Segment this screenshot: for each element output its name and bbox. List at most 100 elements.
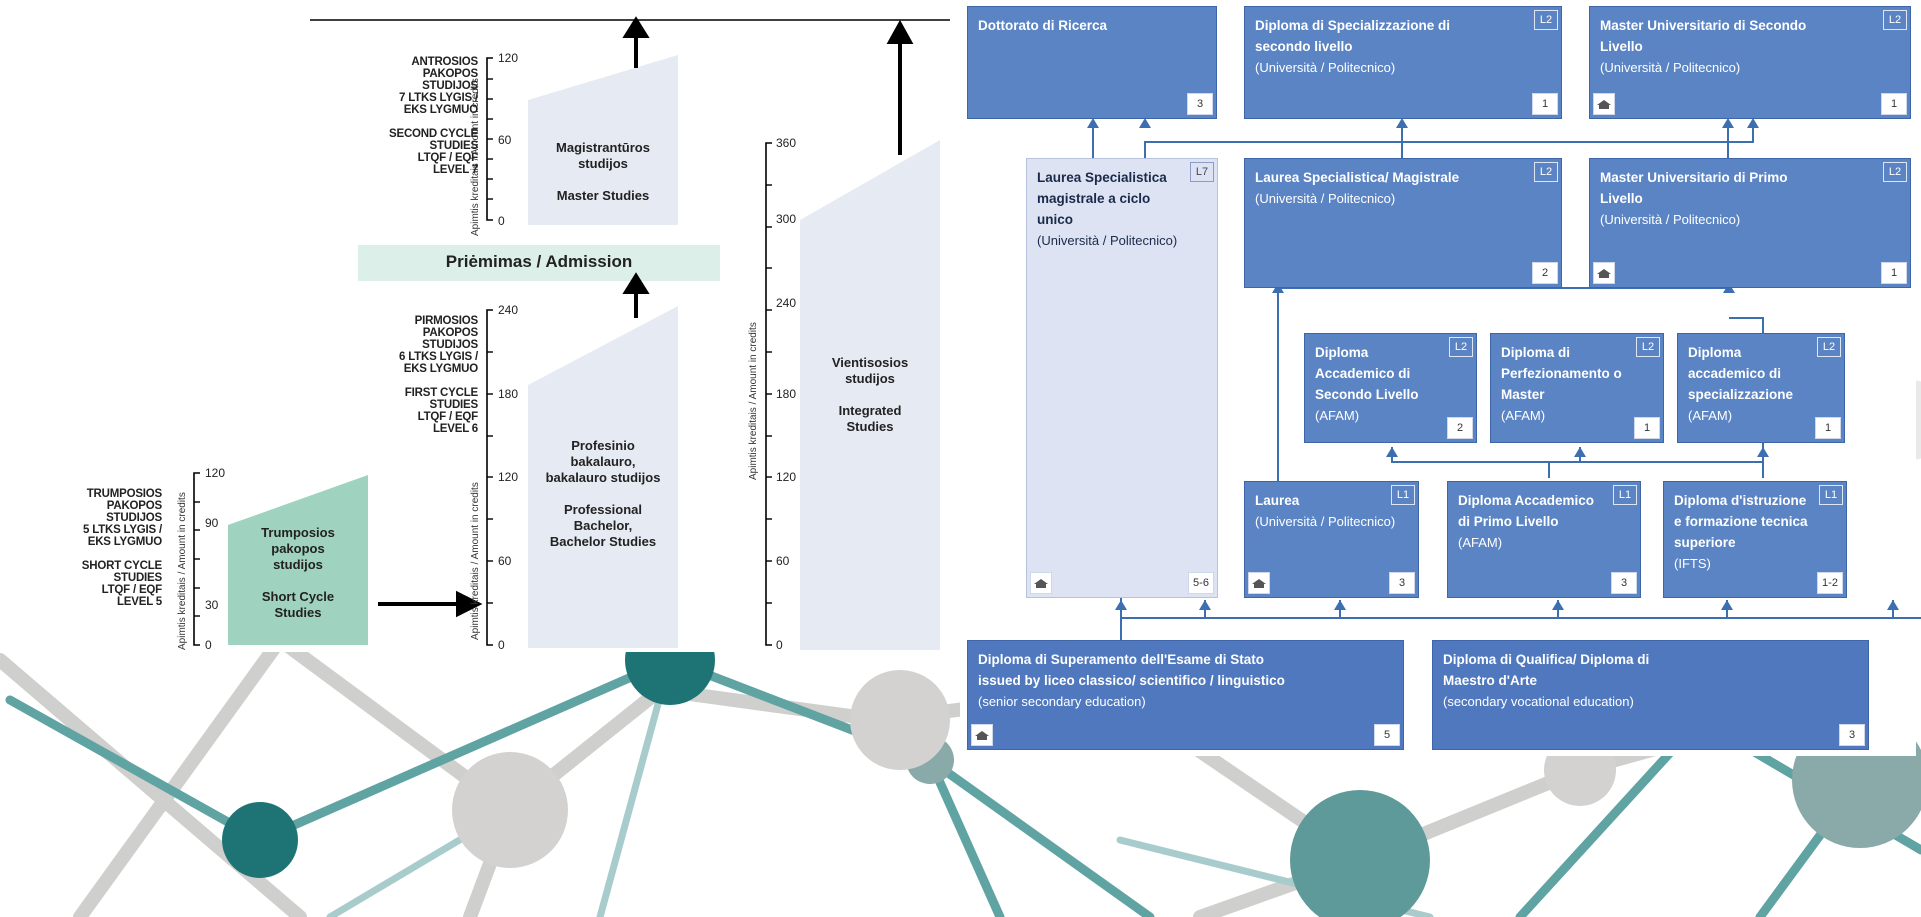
level-badge: L2 (1636, 337, 1660, 357)
tick-integrated-240: 240 (776, 296, 797, 310)
tick-bachelor-0: 0 (498, 638, 505, 652)
box-institution: (AFAM) (1315, 408, 1360, 423)
years-badge: 5 (1374, 724, 1400, 746)
years-badge: 1 (1634, 417, 1660, 439)
box-diploma-specializzazione: Diploma di Specializzazione di secondo l… (1244, 6, 1562, 119)
box-master-secondo-livello: Master Universitario di Secondo Livello (… (1589, 6, 1911, 119)
box-institution: (IFTS) (1674, 556, 1711, 571)
tick-master-120: 120 (498, 51, 519, 65)
box-title: Laurea (1255, 493, 1300, 508)
tick-integrated-180: 180 (776, 387, 797, 401)
short-cycle-label: TRUMPOSIOS PAKOPOS STUDIJOS 5 LTKS LYGIS… (81, 488, 162, 608)
tick-integrated-60: 60 (776, 554, 790, 568)
box-institution: (Università / Politecnico) (1600, 60, 1741, 75)
years-badge: 1 (1815, 417, 1841, 439)
years-badge: 1 (1881, 93, 1907, 115)
box-title: Master Universitario di Secondo Livello (1600, 18, 1807, 54)
level-badge: L1 (1819, 485, 1843, 505)
bachelor-shape (528, 306, 678, 648)
master-studies-text: Magistrantūros studijos Master Studies (556, 140, 650, 203)
tick-bachelor-60: 60 (498, 554, 512, 568)
tick-bachelor-240: 240 (498, 303, 519, 317)
first-cycle-label: PIRMOSIOS PAKOPOS STUDIJOS 6 LTKS LYGIS … (399, 315, 478, 435)
admission-band (358, 245, 720, 281)
box-diploma-perfezionamento: Diploma di Perfezionamento o Master (AFAM… (1490, 333, 1664, 443)
level-badge: L2 (1534, 162, 1558, 182)
graduation-cap-icon (1593, 93, 1615, 115)
box-title: Laurea Specialistica/ Magistrale (1255, 170, 1460, 185)
box-title: Diploma di Perfezionamento o Master (1501, 345, 1622, 402)
box-title: Diploma Accademico di Secondo Livello (1315, 345, 1419, 402)
graduation-cap-icon (971, 724, 993, 746)
axis-label-bachelor: Apimtis kreditais / Amount in credits (470, 482, 481, 640)
box-institution: (Università / Politecnico) (1255, 60, 1396, 75)
short-cycle-studies-text: Trumposios pakopos studijos Short Cycle … (261, 525, 335, 620)
box-laurea-specialistica: Laurea Specialistica/ Magistrale (Univers… (1244, 158, 1562, 288)
box-laurea: Laurea (Università / Politecnico) L1 3 (1244, 481, 1419, 598)
box-institution: (Università / Politecnico) (1600, 212, 1741, 227)
tick-integrated-360: 360 (776, 136, 797, 150)
level-badge: L2 (1534, 10, 1558, 30)
graduation-cap-icon (1030, 572, 1052, 594)
box-diploma-accademico-primo: Diploma Accademico di Primo Livello (AFAM… (1447, 481, 1641, 598)
box-institution: (AFAM) (1501, 408, 1546, 423)
tick-integrated-300: 300 (776, 212, 797, 226)
integrated-shape (800, 140, 940, 650)
box-institution: (AFAM) (1458, 535, 1503, 550)
box-institution: (secondary vocational education) (1443, 694, 1634, 709)
box-institution: (Università / Politecnico) (1255, 514, 1396, 529)
box-title: Diploma accademico di specializzazione (1688, 345, 1794, 402)
years-badge: 1 (1881, 262, 1907, 284)
master-shape (528, 55, 678, 225)
box-laurea-ciclo-unico: Laurea Specialistica magistrale a ciclo … (1026, 158, 1218, 598)
level-badge: L1 (1613, 485, 1637, 505)
box-institution: (AFAM) (1688, 408, 1733, 423)
tick-bachelor-120: 120 (498, 470, 519, 484)
years-badge: 3 (1187, 93, 1213, 115)
bachelor-studies-text: Profesinio bakalauro, bakalauro studijos… (545, 438, 661, 549)
box-title: Master Universitario di Primo Livello (1600, 170, 1788, 206)
tick-master-60: 60 (498, 133, 512, 147)
level-badge: L2 (1883, 10, 1907, 30)
years-badge: 5-6 (1188, 572, 1214, 594)
years-badge: 3 (1839, 724, 1865, 746)
box-title: Diploma di Superamento dell'Esame di Sta… (978, 652, 1285, 688)
box-institution: (Università / Politecnico) (1037, 233, 1178, 248)
axis-label-short: Apimtis kreditais / Amount in credits (177, 492, 188, 650)
level-badge: L2 (1817, 337, 1841, 357)
box-master-primo-livello: Master Universitario di Primo Livello (Un… (1589, 158, 1911, 288)
tick-short-30: 30 (205, 598, 219, 612)
box-title: Diploma di Qualifica/ Diploma di Maestro… (1443, 652, 1650, 688)
years-badge: 3 (1611, 572, 1637, 594)
level-badge: L2 (1883, 162, 1907, 182)
box-diploma-superamento: Diploma di Superamento dell'Esame di Sta… (967, 640, 1404, 750)
second-cycle-label: ANTROSIOS PAKOPOS STUDIJOS 7 LTKS LYGIS … (389, 56, 478, 176)
tick-short-90: 90 (205, 516, 219, 530)
tick-short-120: 120 (205, 466, 226, 480)
years-badge: 1 (1532, 93, 1558, 115)
tick-bachelor-180: 180 (498, 387, 519, 401)
lt-diagram-graphics (193, 16, 950, 650)
axis-label-integrated: Apimtis kreditais / Amount in credits (748, 322, 759, 480)
box-ifts: Diploma d'istruzione e formazione tecnic… (1663, 481, 1847, 598)
box-institution: (Università / Politecnico) (1255, 191, 1396, 206)
years-badge: 3 (1389, 572, 1415, 594)
box-institution: (senior secondary education) (978, 694, 1146, 709)
graduation-cap-icon (1593, 262, 1615, 284)
admission-label: Priėmimas / Admission (445, 252, 633, 271)
level-badge: L1 (1391, 485, 1415, 505)
box-title: Diploma Accademico di Primo Livello (1458, 493, 1595, 529)
tick-short-0: 0 (205, 638, 212, 652)
tick-integrated-120: 120 (776, 470, 797, 484)
level-badge: L7 (1190, 162, 1214, 182)
box-title: Diploma d'istruzione e formazione tecnic… (1674, 493, 1808, 550)
box-title: Diploma di Specializzazione di secondo l… (1255, 18, 1451, 54)
axis-label-master: Apimtis kreditais / Amount in credits (470, 78, 481, 236)
box-diploma-qualifica: Diploma di Qualifica/ Diploma di Maestro… (1432, 640, 1869, 750)
graduation-cap-icon (1248, 572, 1270, 594)
years-badge: 2 (1447, 417, 1473, 439)
years-badge: 1-2 (1817, 572, 1843, 594)
box-diploma-accademico-secondo: Diploma Accademico di Secondo Livello (AF… (1304, 333, 1477, 443)
years-badge: 2 (1532, 262, 1558, 284)
tick-integrated-0: 0 (776, 638, 783, 652)
